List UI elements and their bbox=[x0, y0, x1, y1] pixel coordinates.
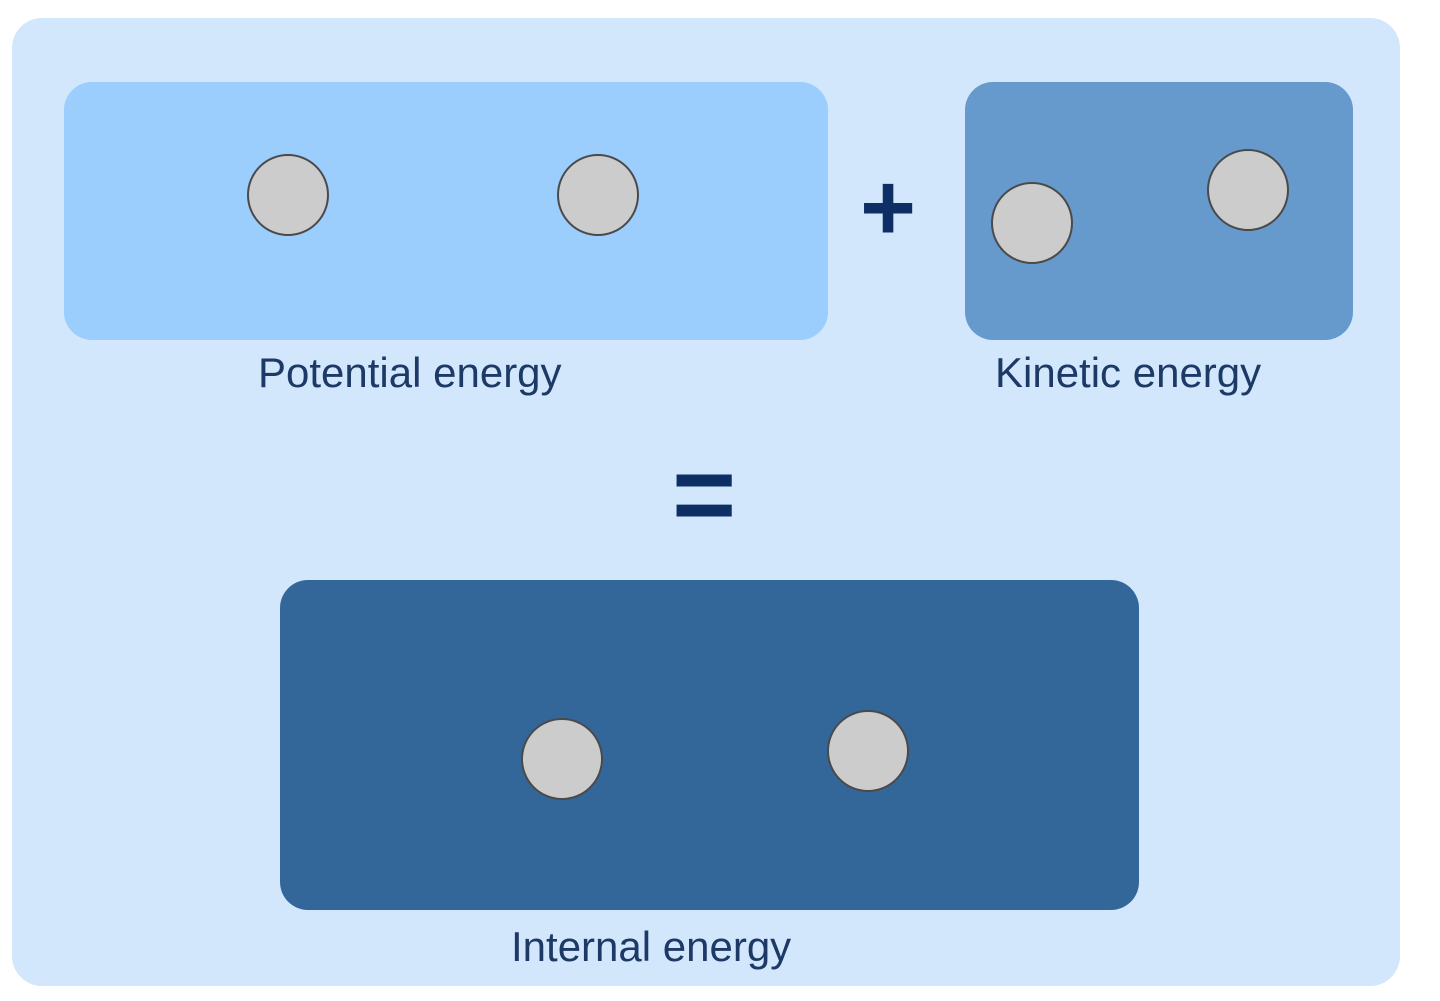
potential-energy-box bbox=[64, 82, 828, 340]
kinetic-energy-box bbox=[965, 82, 1353, 340]
plus-sign: + bbox=[860, 154, 917, 261]
equals-sign: = bbox=[672, 433, 737, 556]
particle bbox=[247, 154, 329, 236]
particle bbox=[1207, 149, 1289, 231]
potential-energy-label: Potential energy bbox=[258, 349, 562, 396]
internal-energy-box bbox=[280, 580, 1139, 910]
kinetic-energy-label: Kinetic energy bbox=[995, 349, 1262, 396]
internal-energy-label: Internal energy bbox=[511, 923, 792, 970]
particle bbox=[827, 710, 909, 792]
particle bbox=[557, 154, 639, 236]
particle bbox=[991, 182, 1073, 264]
particle bbox=[521, 718, 603, 800]
